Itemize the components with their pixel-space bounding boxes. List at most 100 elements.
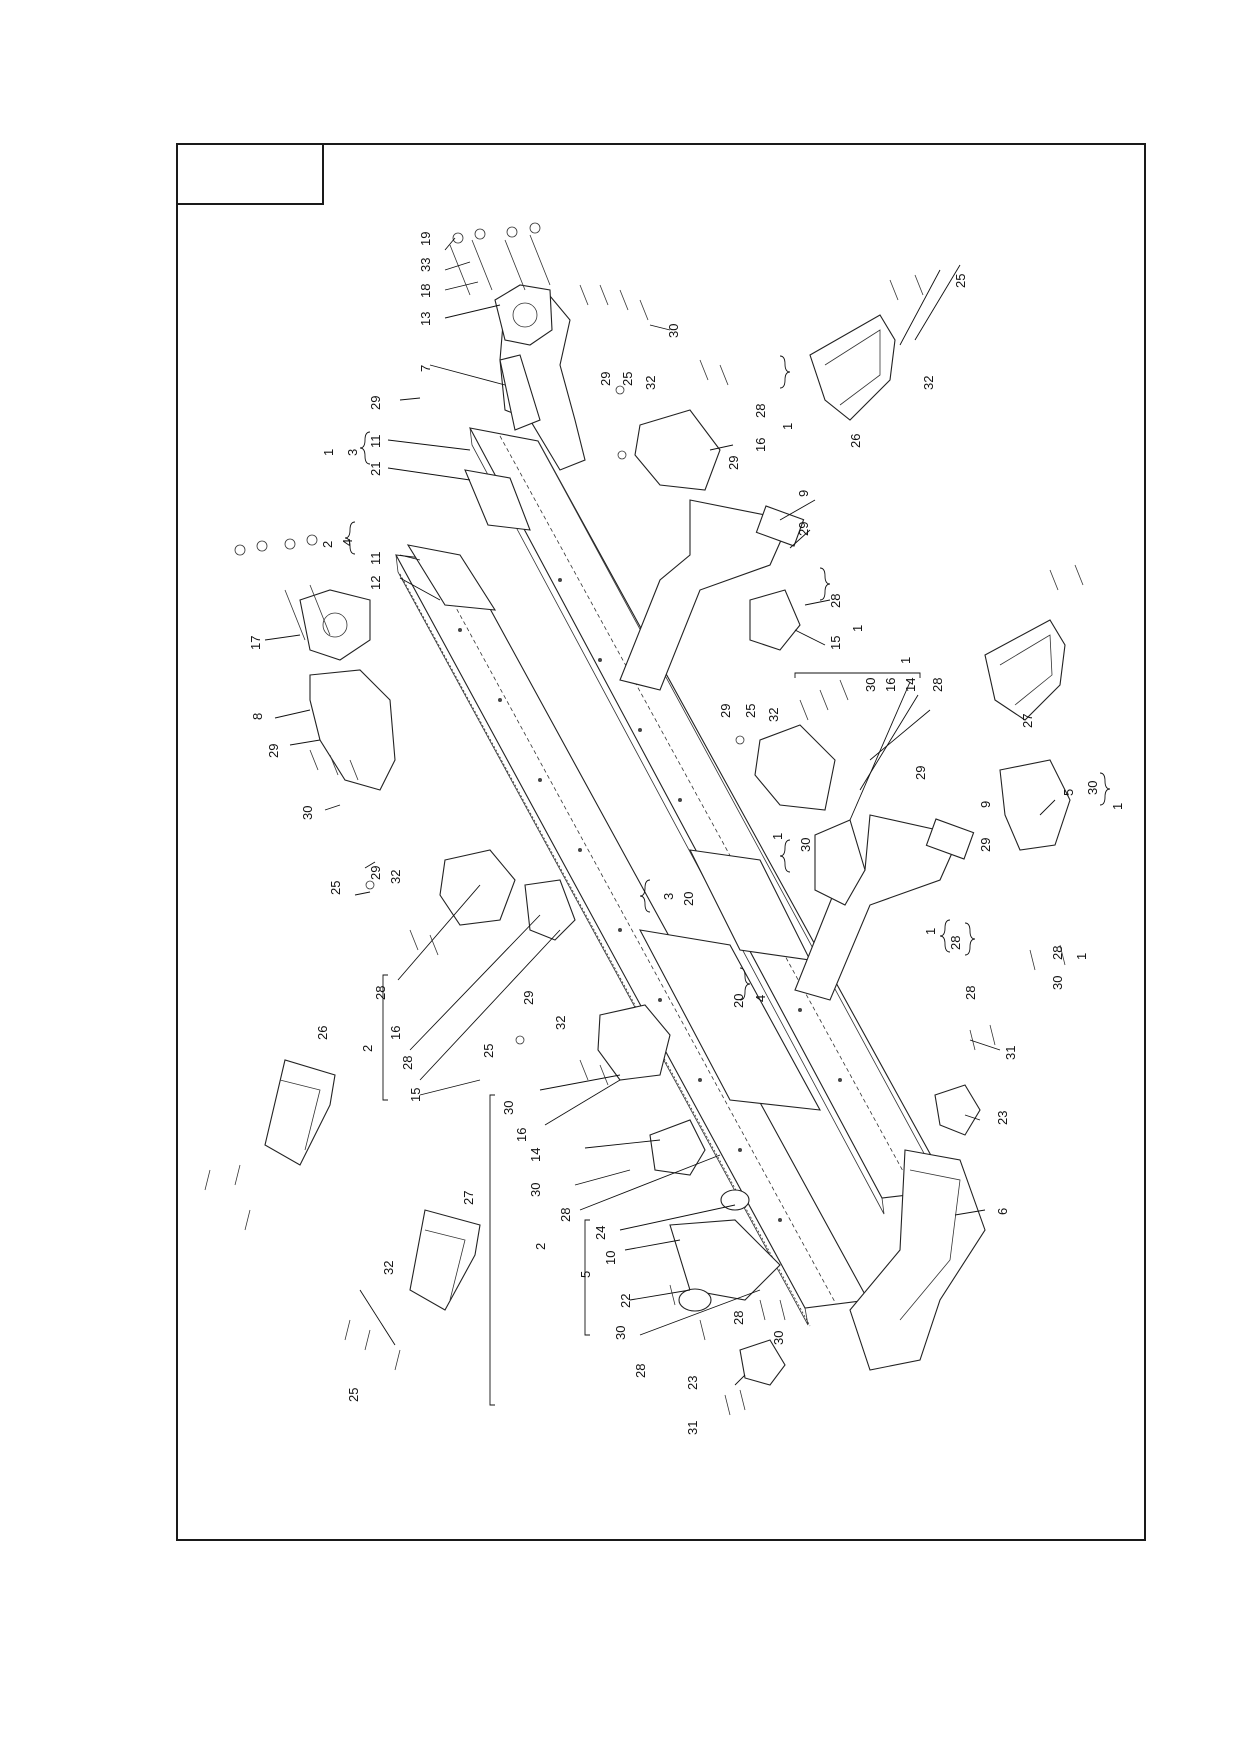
- label-32: 32: [643, 376, 658, 390]
- label-20: 20: [731, 994, 746, 1008]
- label-25: 25: [481, 1044, 496, 1058]
- rear-cross-member-6: [849, 1149, 986, 1371]
- label-33: 33: [418, 258, 433, 272]
- label-32: 32: [921, 376, 936, 390]
- label-28: 28: [558, 1208, 573, 1222]
- spring-bracket-8: [309, 669, 396, 791]
- label-21: 21: [368, 462, 383, 476]
- label-32: 32: [381, 1261, 396, 1275]
- label-30: 30: [771, 1331, 786, 1345]
- label-14: 14: [528, 1148, 543, 1162]
- label-20: 20: [681, 892, 696, 906]
- label-28: 28: [633, 1364, 648, 1378]
- bracket-16-lower: [597, 1004, 671, 1081]
- label-1: 1: [898, 657, 913, 664]
- frame-rail-right: [468, 427, 953, 1215]
- label-25: 25: [346, 1388, 361, 1402]
- bracket-16-top: [634, 409, 721, 491]
- label-31: 31: [1003, 1046, 1018, 1060]
- label-28: 28: [400, 1056, 415, 1070]
- label-16: 16: [883, 678, 898, 692]
- label-8: 8: [250, 713, 265, 720]
- label-1: 1: [770, 833, 785, 840]
- bracket-14-lower: [649, 1119, 706, 1176]
- label-3: 3: [345, 449, 360, 456]
- nut-group: [234, 222, 745, 1045]
- label-16: 16: [388, 1026, 403, 1040]
- label-28: 28: [828, 594, 843, 608]
- label-1: 1: [923, 928, 938, 935]
- label-25: 25: [620, 372, 635, 386]
- label-32: 32: [766, 708, 781, 722]
- label-28: 28: [373, 986, 388, 1000]
- label-15: 15: [828, 636, 843, 650]
- bracket-16-mid: [754, 724, 836, 811]
- label-31: 31: [685, 1421, 700, 1435]
- bracket-27-mid: [984, 619, 1066, 721]
- drawing-frame: [176, 143, 1146, 1541]
- label-15: 15: [408, 1088, 423, 1102]
- label-19: 19: [418, 232, 433, 246]
- plate-21: [464, 469, 531, 531]
- label-26: 26: [315, 1026, 330, 1040]
- label-2: 2: [320, 541, 335, 548]
- bracket-14-mid: [814, 819, 866, 906]
- label-27: 27: [461, 1191, 476, 1205]
- bushing-24: [720, 1189, 750, 1211]
- label-32: 32: [553, 1016, 568, 1030]
- label-28: 28: [1050, 946, 1065, 960]
- label-5: 5: [578, 1271, 593, 1278]
- label-11: 11: [368, 435, 383, 449]
- label-29: 29: [796, 522, 811, 536]
- label-28: 28: [930, 678, 945, 692]
- bracket-23-right: [934, 1084, 981, 1136]
- label-5: 5: [1061, 789, 1076, 796]
- label-3: 3: [661, 893, 676, 900]
- label-30: 30: [501, 1101, 516, 1115]
- bracket-5-mid: [999, 759, 1071, 851]
- fastener-group: [204, 234, 1084, 1416]
- label-4: 4: [340, 539, 355, 546]
- label-28: 28: [731, 1311, 746, 1325]
- bracket-26-left: [264, 1059, 336, 1166]
- label-7: 7: [418, 365, 433, 372]
- label-30: 30: [666, 324, 681, 338]
- bracket-15-top: [749, 589, 801, 651]
- callout-labels: 19 33 18 13 7 29 1 3 11 21 30 29 25 32 2…: [248, 232, 1125, 1435]
- label-14: 14: [903, 678, 918, 692]
- label-32: 32: [388, 870, 403, 884]
- label-6: 6: [995, 1208, 1010, 1215]
- label-16: 16: [514, 1128, 529, 1142]
- label-12: 12: [368, 576, 383, 590]
- label-9: 9: [978, 801, 993, 808]
- plate-20-lower: [638, 929, 821, 1111]
- label-29: 29: [521, 991, 536, 1005]
- label-26: 26: [848, 434, 863, 448]
- label-28: 28: [948, 936, 963, 950]
- label-25: 25: [743, 704, 758, 718]
- label-1: 1: [321, 449, 336, 456]
- label-25: 25: [328, 881, 343, 895]
- label-18: 18: [418, 284, 433, 298]
- label-9: 9: [796, 490, 811, 497]
- bracket-26-top: [809, 314, 896, 421]
- plate-10: [669, 1219, 781, 1301]
- brace-marks: [344, 355, 1111, 1406]
- label-1: 1: [1110, 803, 1125, 810]
- label-30: 30: [1085, 781, 1100, 795]
- label-2: 2: [533, 1243, 548, 1250]
- label-11: 11: [368, 552, 383, 566]
- label-1: 1: [850, 625, 865, 632]
- label-17: 17: [248, 636, 263, 650]
- figure-title-box: [176, 143, 324, 205]
- label-13: 13: [418, 312, 433, 326]
- bracket-27-left: [409, 1209, 481, 1311]
- label-23: 23: [995, 1111, 1010, 1125]
- label-27: 27: [1020, 714, 1035, 728]
- label-24: 24: [593, 1226, 608, 1240]
- bracket-15-left: [524, 879, 576, 941]
- label-22: 22: [618, 1294, 633, 1308]
- bracket-23-lower: [739, 1339, 786, 1386]
